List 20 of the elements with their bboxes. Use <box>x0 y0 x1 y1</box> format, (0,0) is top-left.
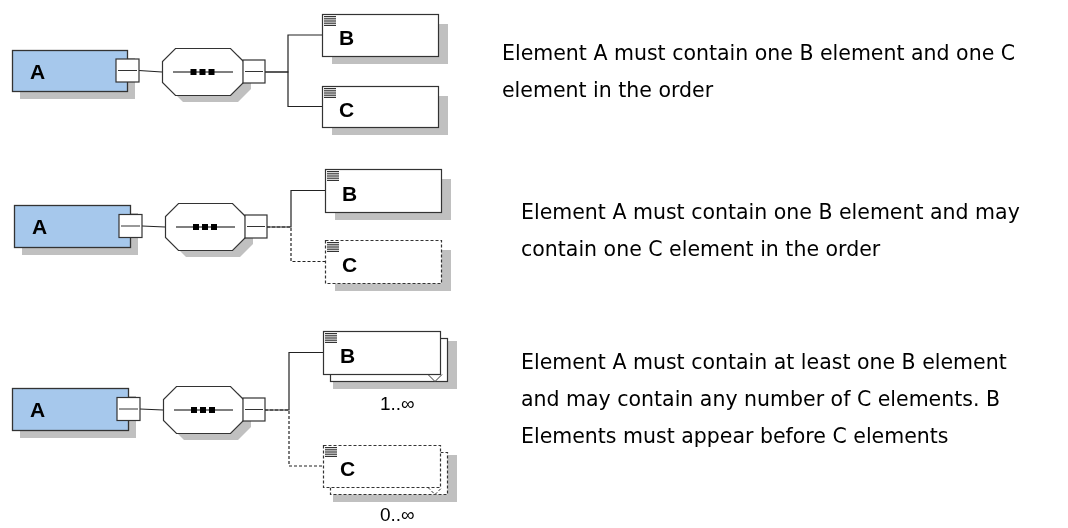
connector-line <box>141 225 166 228</box>
element-name: A <box>30 60 46 82</box>
element-name: C <box>340 458 356 479</box>
connector-line <box>139 408 164 411</box>
description-text: Element A must contain at least one B element and may contain any number of C elements. B Elements must appear before C elements <box>521 349 1008 450</box>
element-name: B <box>340 344 356 366</box>
element-name: A <box>32 216 48 237</box>
element-name: C <box>342 253 358 275</box>
element-name: B <box>342 182 358 204</box>
element-name: C <box>339 98 355 120</box>
multiplicity-label: 1..∞ <box>380 393 415 415</box>
element-name: B <box>339 27 355 48</box>
connector-line <box>264 409 324 467</box>
connector-line <box>266 226 326 263</box>
element-name: A <box>30 399 46 420</box>
multiplicity-label: 0..∞ <box>380 504 415 526</box>
description-text: Element A must contain one B element and one C element in the order <box>502 40 1017 104</box>
connector-line <box>264 71 323 108</box>
description-text: Element A must contain one B element and may contain one C element in the order <box>521 199 1021 263</box>
connector-line <box>138 69 163 73</box>
